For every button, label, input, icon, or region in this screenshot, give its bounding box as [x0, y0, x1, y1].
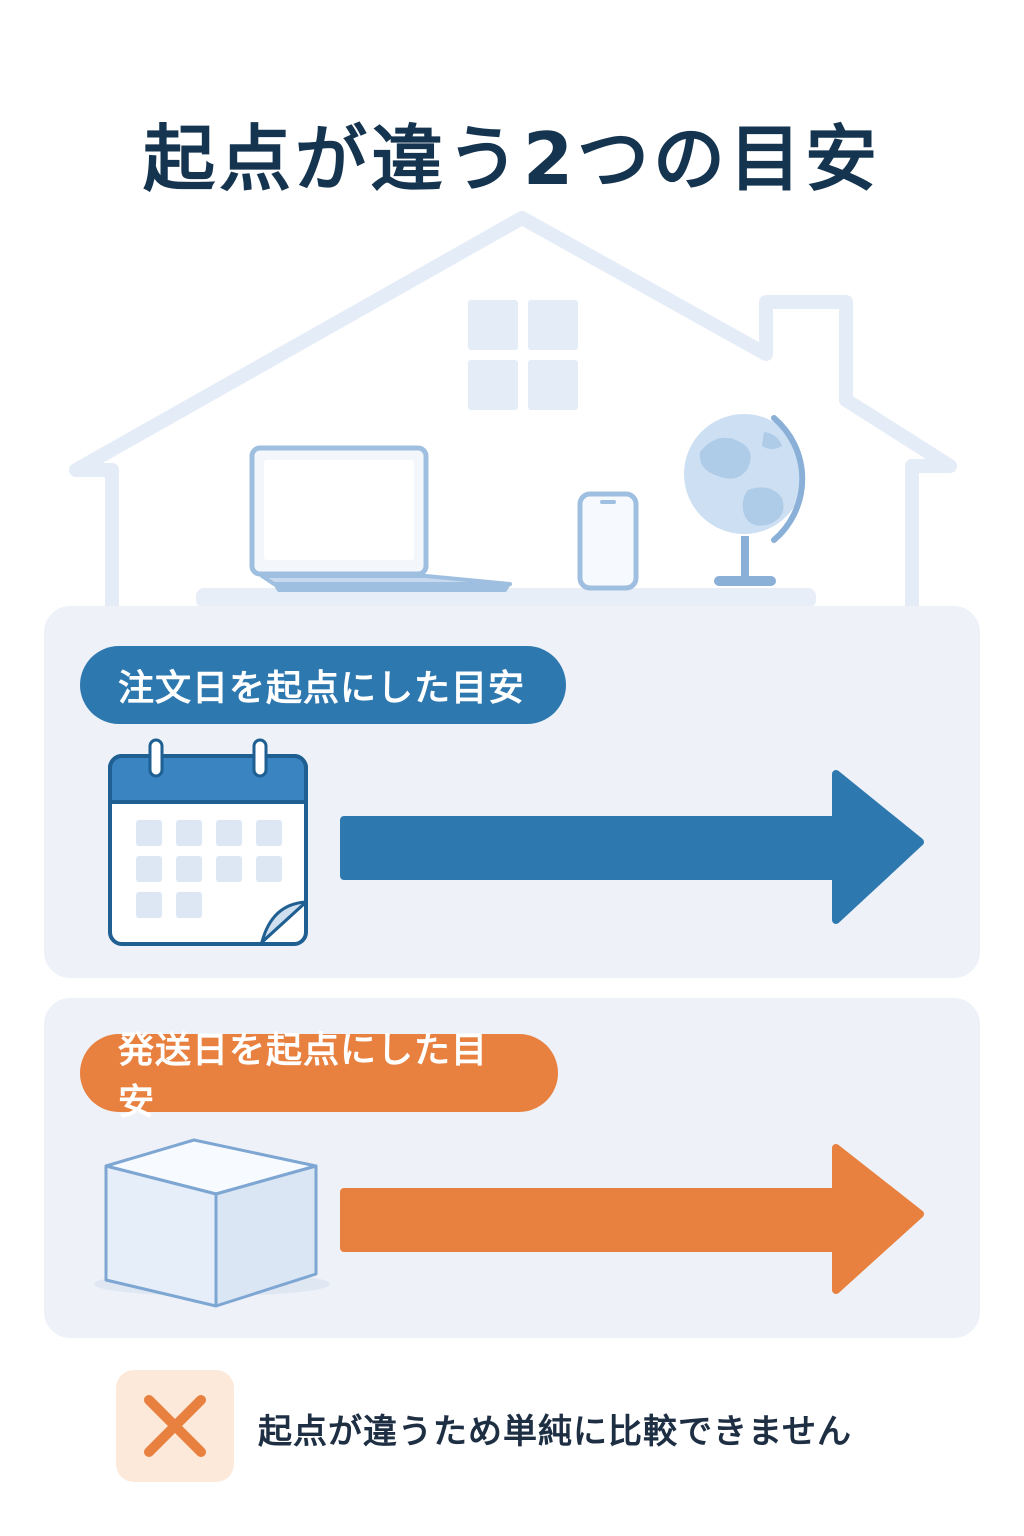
note-text: 起点が違うため単純に比較できません: [258, 1412, 852, 1452]
desk-shape: [196, 588, 816, 608]
ship-date-label: 発送日を起点にした目安: [80, 1030, 558, 1123]
x-mark-icon: [116, 1370, 234, 1482]
calendar-icon: [108, 738, 308, 946]
globe-icon: [684, 414, 806, 586]
smartphone-icon: [577, 491, 639, 591]
house-outline-icon: [69, 211, 957, 606]
package-box-icon: [94, 1138, 330, 1308]
comparison-note: 起点が違うため単純に比較できません: [116, 1370, 936, 1482]
order-arrow-icon: [340, 770, 924, 924]
window-icon: [468, 300, 578, 410]
order-date-panel: 注文日を起点にした目安: [44, 606, 980, 978]
ship-date-panel: 発送日を起点にした目安: [44, 998, 980, 1338]
laptop-icon: [249, 445, 512, 592]
order-date-label: 注文日を起点にした目安: [80, 646, 566, 724]
ship-arrow-icon: [340, 1144, 924, 1294]
page-title: 起点が違う2つの目安: [142, 117, 882, 201]
home-office-illustration: [69, 211, 957, 608]
